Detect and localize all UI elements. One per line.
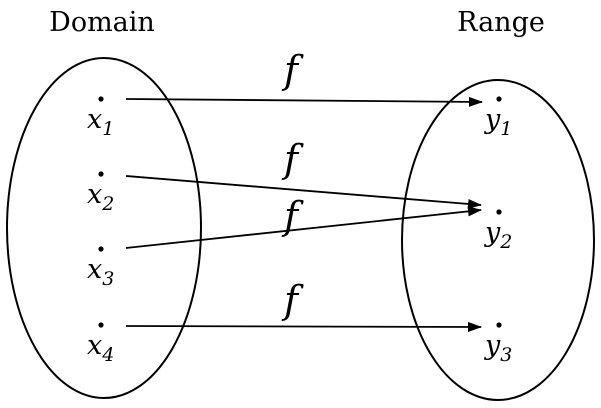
domain-element-var: x bbox=[87, 179, 102, 210]
mapping-arrow bbox=[125, 321, 482, 332]
domain-label: Domain bbox=[49, 7, 155, 38]
range-point-dot bbox=[496, 322, 502, 328]
range-element-subscript: 3 bbox=[500, 344, 512, 366]
range-element-subscript: 2 bbox=[499, 231, 512, 253]
domain-element-label: x2 bbox=[87, 179, 114, 215]
domain-point-dot bbox=[98, 322, 104, 328]
domain-element-label: x3 bbox=[87, 254, 114, 290]
range-element-var: y bbox=[484, 330, 501, 361]
domain-ellipse bbox=[6, 57, 202, 399]
mapping-arrow bbox=[125, 175, 482, 209]
domain-element-subscript: 2 bbox=[101, 193, 114, 215]
domain-element-var: x bbox=[87, 104, 102, 135]
function-label: f bbox=[281, 278, 304, 322]
domain-point-dot bbox=[98, 96, 104, 102]
range-element-subscript: 1 bbox=[500, 118, 512, 140]
mapping-arrow bbox=[125, 206, 482, 249]
range-point-dot bbox=[496, 96, 502, 102]
domain-element-label: x1 bbox=[87, 104, 114, 140]
domain-element-subscript: 3 bbox=[102, 268, 114, 290]
function-label: f bbox=[281, 194, 304, 238]
range-ellipse bbox=[401, 79, 595, 401]
range-element-label: y2 bbox=[484, 217, 512, 253]
range-element-var: y bbox=[484, 104, 501, 135]
range-element-var: y bbox=[484, 217, 501, 248]
domain-point-dot bbox=[98, 246, 104, 252]
domain-element-var: x bbox=[87, 254, 102, 285]
range-element-label: y1 bbox=[484, 104, 512, 140]
domain-element-subscript: 4 bbox=[101, 344, 114, 366]
mapping-arrow bbox=[125, 96, 483, 107]
function-label: f bbox=[281, 48, 304, 92]
mapping-arrows bbox=[125, 96, 483, 332]
range-label: Range bbox=[457, 7, 545, 38]
range-element-label: y3 bbox=[484, 330, 512, 366]
function-label: f bbox=[281, 137, 304, 181]
range-point-dot bbox=[496, 209, 502, 215]
domain-point-dot bbox=[98, 171, 104, 177]
domain-element-var: x bbox=[87, 330, 102, 361]
domain-element-subscript: 1 bbox=[102, 118, 114, 140]
domain-element-label: x4 bbox=[87, 330, 114, 366]
